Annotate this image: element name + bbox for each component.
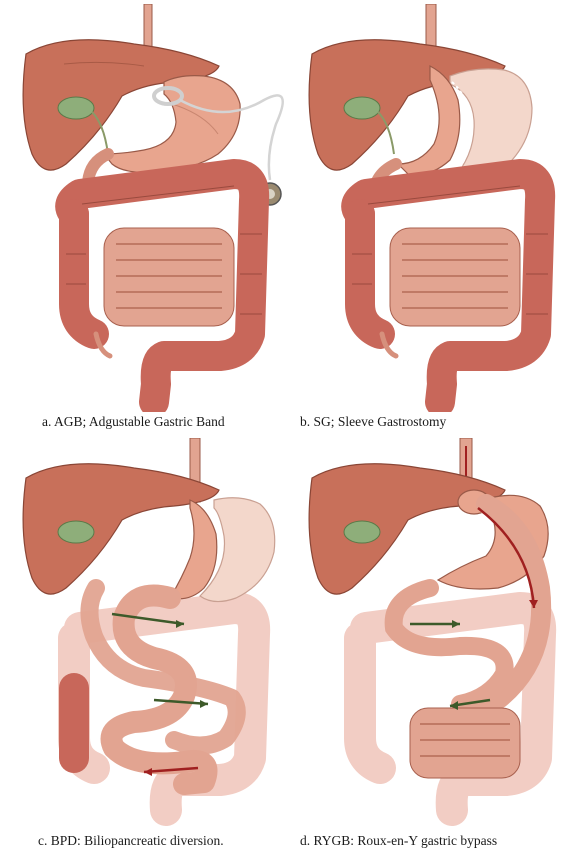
illustration-agb [4, 4, 286, 412]
illustration-sg [290, 4, 572, 412]
small-intestine [104, 228, 234, 326]
gallbladder [344, 521, 380, 543]
caption-agb: a. AGB; Adgustable Gastric Band [42, 414, 225, 430]
illustration-bpd [4, 438, 286, 826]
caption-bpd: c. BPD: Biliopancreatic diversion. [38, 833, 224, 849]
small-intestine [390, 228, 520, 326]
caption-sg: b. SG; Sleeve Gastrostomy [300, 414, 446, 430]
illustration-rygb [290, 438, 572, 826]
gallbladder [58, 521, 94, 543]
lower-intestine [410, 708, 520, 778]
caption-rygb: d. RYGB: Roux-en-Y gastric bypass [300, 833, 497, 849]
